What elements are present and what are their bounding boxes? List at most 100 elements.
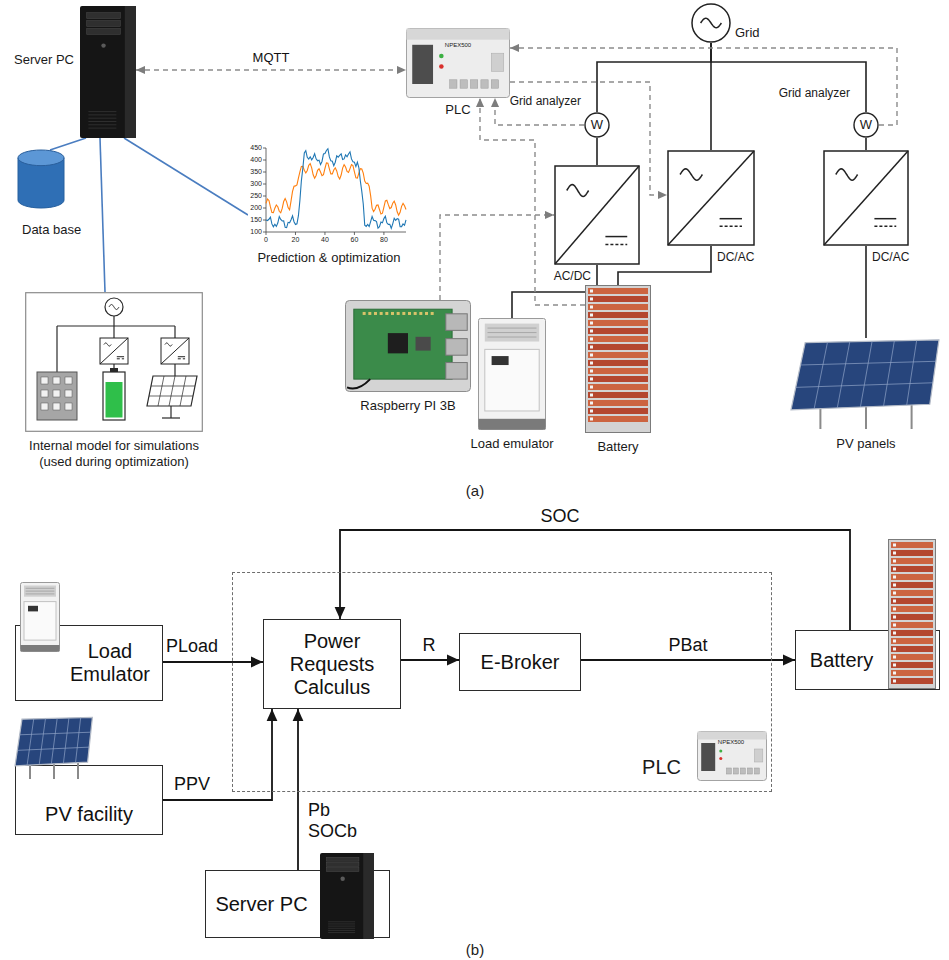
converter-symbol: AC/DC — [554, 165, 640, 265]
dc-symbol — [605, 244, 627, 246]
converter-box — [100, 338, 128, 364]
connector — [401, 659, 459, 661]
battery-terminal — [110, 368, 118, 372]
grid-analyzer-meter: WGrid analyzer — [853, 112, 879, 138]
panel-grid — [180, 376, 186, 406]
connector — [340, 530, 850, 630]
caption-label: DC/AC — [872, 250, 909, 264]
prediction-chart: Prediction & optimization — [248, 142, 410, 246]
axis-tick: 100 — [250, 228, 262, 236]
cabinet-panel — [485, 349, 539, 411]
cell-line — [51, 718, 57, 764]
connector — [865, 138, 867, 150]
plc-top-strip — [407, 29, 510, 40]
module-tag — [893, 672, 896, 675]
text-holder: Prediction & optimization — [238, 250, 420, 266]
battery-module — [891, 638, 933, 644]
plc-module — [701, 743, 715, 771]
vent-slot — [328, 928, 355, 929]
caption-label: Server PC — [14, 52, 74, 67]
rpi-port — [446, 314, 467, 331]
cell-line — [27, 719, 34, 765]
text-holder: Internal model for simulations (used dur… — [15, 438, 213, 469]
connector-label: PLoad — [164, 636, 220, 657]
vent-slot — [88, 121, 116, 122]
device-text: NPEX500 — [718, 739, 744, 746]
rpi-port — [446, 363, 467, 380]
cabinet-display — [492, 356, 509, 365]
axis-tick: 150 — [250, 216, 262, 224]
building-window — [65, 377, 72, 384]
module-tag — [590, 346, 593, 349]
tower-body — [80, 6, 136, 138]
building-window — [53, 403, 60, 410]
panel-leg — [911, 402, 913, 429]
simulation-model-panel: Internal model for simulations (used dur… — [25, 292, 203, 432]
grid-symbol — [105, 298, 123, 316]
module-tag — [893, 568, 896, 571]
caption-label: Grid analyzer — [510, 94, 581, 108]
battery-photo-art — [585, 285, 651, 433]
drive-bay — [87, 13, 121, 19]
plc-led — [719, 757, 722, 760]
module-tag — [590, 394, 593, 397]
text-holder: Load Emulator — [62, 628, 158, 698]
plc-terminal — [460, 80, 467, 88]
connector-label: PPV — [172, 774, 212, 795]
sine-symbol — [109, 305, 119, 310]
solar-panel-icon — [147, 376, 197, 406]
meter-circle — [585, 113, 609, 137]
rpi-pin — [368, 312, 371, 315]
module-tag — [590, 298, 593, 301]
cabinet-base — [21, 645, 60, 652]
connector — [163, 661, 263, 663]
plc-terminal — [481, 80, 488, 88]
caption-label: PLC — [445, 102, 470, 117]
plc-button — [754, 749, 762, 762]
connector — [163, 709, 272, 800]
cabinet-base — [479, 419, 546, 430]
process-block: Server PC — [205, 870, 390, 938]
vent-slot — [88, 128, 116, 129]
block-label: Server PC — [215, 893, 307, 916]
rpi-pin — [374, 312, 377, 315]
text-holder: PV panels — [790, 436, 942, 452]
text-holder: DC/AC — [872, 250, 909, 264]
axis-tick: 400 — [250, 156, 262, 164]
solar-panel — [15, 717, 92, 766]
vent-slot — [488, 337, 537, 338]
module-tag — [893, 656, 896, 659]
drive-bay — [87, 28, 121, 34]
cabinet-display — [28, 606, 38, 612]
rpi-pin — [408, 312, 411, 315]
module-tag — [893, 608, 896, 611]
server-pc-photo-art — [80, 6, 136, 138]
chart-tick — [263, 232, 266, 233]
text-holder: Grid — [735, 25, 760, 41]
module-tag — [893, 616, 896, 619]
module-tag — [590, 338, 593, 341]
caption-label: W — [860, 117, 872, 132]
module-tag — [893, 592, 896, 595]
grid-source-art — [691, 3, 731, 43]
connector — [581, 659, 795, 661]
converter-diagonal — [555, 166, 639, 264]
chart-tick — [263, 148, 266, 149]
module-tag — [590, 410, 593, 413]
battery-module — [588, 376, 648, 382]
axis-tick: 40 — [321, 236, 329, 244]
panel-base — [162, 417, 180, 418]
pv-photo — [14, 716, 94, 780]
rpi-pin — [380, 312, 383, 315]
plc-button — [491, 53, 503, 71]
panel-stand — [170, 406, 171, 418]
battery-module — [891, 574, 933, 580]
rpi-chip — [416, 337, 431, 351]
plc-terminal — [491, 80, 498, 88]
vent-slot — [88, 118, 116, 119]
text-holder: W — [584, 117, 610, 133]
dc-symbol — [178, 358, 185, 359]
chart-tick — [354, 232, 355, 235]
battery-icon — [103, 372, 125, 420]
prediction-chart-art — [248, 142, 410, 246]
